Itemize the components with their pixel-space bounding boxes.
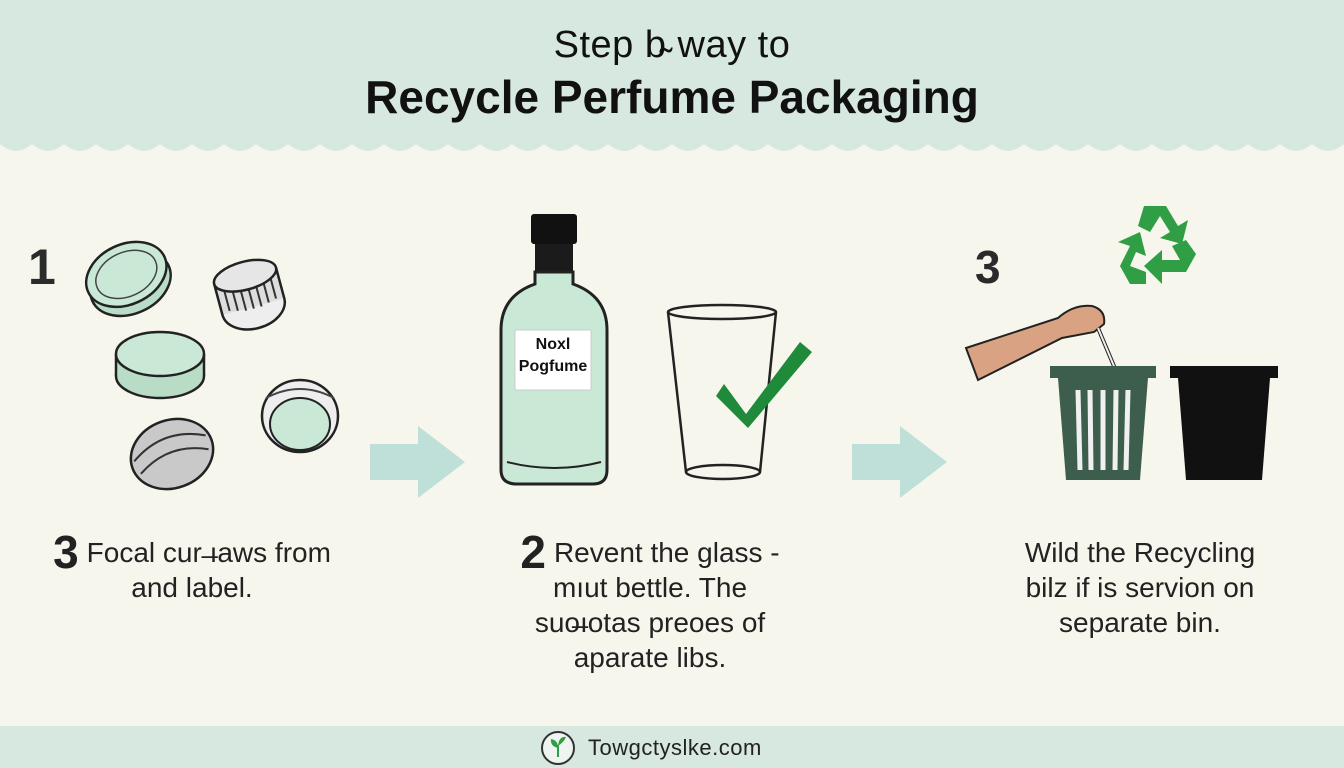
arrow-right-icon: [852, 426, 947, 498]
grey-cap-icon: [129, 417, 215, 491]
perfume-bottle-illustration: [499, 214, 609, 486]
jar-lid-icon: [260, 378, 340, 454]
recycling-bins-illustration: [964, 304, 1278, 480]
step1-caption-number: 3: [53, 526, 79, 578]
green-bin-icon: [1050, 366, 1156, 480]
leaf-icon: [541, 731, 575, 765]
page-subtitle: Step b̴ way to: [553, 24, 791, 66]
step3-caption: Wild the Recycling bilz if is servion on…: [1024, 537, 1256, 638]
footer-band: [0, 726, 1344, 768]
header-band: [0, 0, 1344, 140]
bottle-label: Noxl Pogfume: [518, 336, 588, 375]
recycle-icon: [1118, 206, 1196, 284]
cap-icon: [84, 240, 172, 318]
step2-caption-number: 2: [520, 526, 546, 578]
footer: Towgctyslke.com: [540, 730, 762, 766]
arm-icon: [964, 304, 1106, 382]
disc-cap-icon: [114, 330, 206, 400]
footer-site-link[interactable]: Towgctyslke.com: [588, 735, 762, 760]
header-wave-edge: [0, 128, 1344, 151]
step1-number: 1: [28, 239, 56, 295]
black-bin-icon: [1170, 366, 1278, 480]
page-title: Recycle Perfume Packaging: [365, 71, 979, 123]
step3-number: 3: [975, 241, 1001, 293]
ridged-cap-icon: [212, 258, 287, 331]
glass-cup-illustration: [666, 303, 812, 481]
checkmark-icon: [716, 342, 812, 428]
caps-illustration: [84, 240, 340, 491]
bottle-cap: [531, 214, 577, 244]
arrow-right-icon: [370, 426, 465, 498]
